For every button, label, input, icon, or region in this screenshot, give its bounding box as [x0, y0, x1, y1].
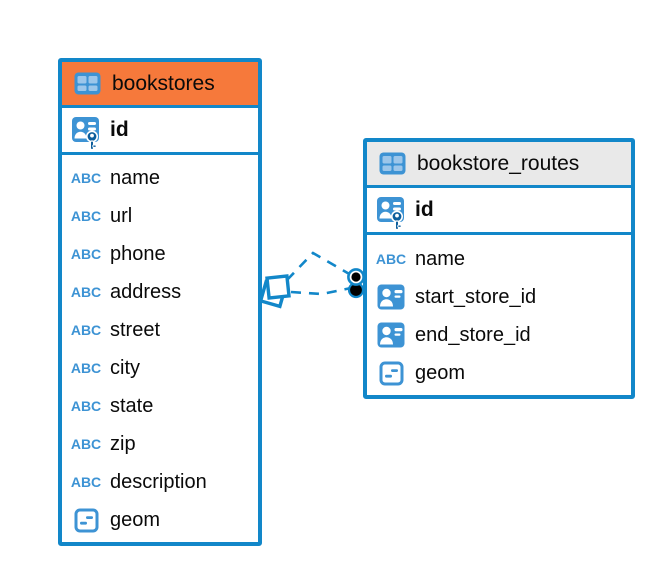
text-type-icon: ABC — [70, 436, 102, 452]
column-row-geom[interactable]: geom — [62, 501, 258, 539]
column-name: address — [110, 280, 182, 303]
table-bookstores-header[interactable]: bookstores — [62, 62, 258, 108]
column-name: description — [110, 470, 207, 493]
column-name: name — [415, 247, 466, 270]
column-name: street — [110, 318, 161, 341]
column-name: end_store_id — [415, 323, 531, 346]
column-row-state[interactable]: ABC state — [62, 387, 258, 425]
column-name: start_store_id — [415, 285, 537, 308]
text-type-icon: ABC — [375, 251, 407, 267]
relation-line-end-store[interactable] — [290, 286, 352, 296]
text-type-icon: ABC — [70, 246, 102, 262]
table-bookstores[interactable]: bookstores id — [58, 58, 262, 546]
column-name: phone — [110, 242, 166, 265]
column-row-geom[interactable]: geom — [367, 354, 631, 392]
column-row-start-store-id[interactable]: start_store_id — [367, 278, 631, 316]
relation-line-start-store[interactable] — [286, 251, 352, 281]
column-row-url[interactable]: ABC url — [62, 197, 258, 235]
column-row-name[interactable]: ABC name — [62, 159, 258, 197]
primary-key-person-icon — [71, 110, 101, 151]
text-type-icon: ABC — [70, 284, 102, 300]
table-title: bookstore_routes — [417, 151, 580, 175]
table-icon — [377, 152, 407, 175]
column-row-city[interactable]: ABC city — [62, 349, 258, 387]
text-type-icon: ABC — [70, 208, 102, 224]
column-name: city — [110, 356, 140, 379]
column-name: id — [415, 198, 434, 221]
primary-key-person-icon — [376, 190, 406, 231]
text-type-icon: ABC — [70, 170, 102, 186]
text-type-icon: ABC — [70, 322, 102, 338]
text-type-icon: ABC — [70, 474, 102, 490]
column-row-phone[interactable]: ABC phone — [62, 235, 258, 273]
text-type-icon: ABC — [70, 398, 102, 414]
column-name: zip — [110, 432, 136, 455]
double-dot-marker[interactable] — [347, 268, 365, 299]
column-row-id[interactable]: id — [367, 188, 631, 235]
table-title: bookstores — [112, 71, 215, 95]
column-row-id[interactable]: id — [62, 108, 258, 155]
person-badge-icon — [376, 284, 406, 310]
column-row-zip[interactable]: ABC zip — [62, 425, 258, 463]
column-name: geom — [415, 361, 466, 384]
overlapping-squares-marker[interactable] — [258, 274, 291, 309]
geometry-type-icon — [376, 361, 406, 386]
column-name: geom — [110, 508, 161, 531]
column-row-address[interactable]: ABC address — [62, 273, 258, 311]
column-name: name — [110, 166, 161, 189]
person-badge-icon — [376, 322, 406, 348]
column-name: id — [110, 118, 129, 141]
columns-list: ABC name start_store_id — [367, 235, 631, 392]
column-name: url — [110, 204, 133, 227]
column-row-description[interactable]: ABC description — [62, 463, 258, 501]
text-type-icon: ABC — [70, 360, 102, 376]
table-bookstore-routes[interactable]: bookstore_routes id — [363, 138, 635, 399]
geometry-type-icon — [71, 508, 101, 533]
column-name: state — [110, 394, 154, 417]
table-bookstore-routes-header[interactable]: bookstore_routes — [367, 142, 631, 188]
column-row-name[interactable]: ABC name — [367, 240, 631, 278]
columns-list: ABC name ABC url ABC phone ABC address A… — [62, 155, 258, 539]
column-row-end-store-id[interactable]: end_store_id — [367, 316, 631, 354]
column-row-street[interactable]: ABC street — [62, 311, 258, 349]
table-icon — [72, 72, 102, 95]
